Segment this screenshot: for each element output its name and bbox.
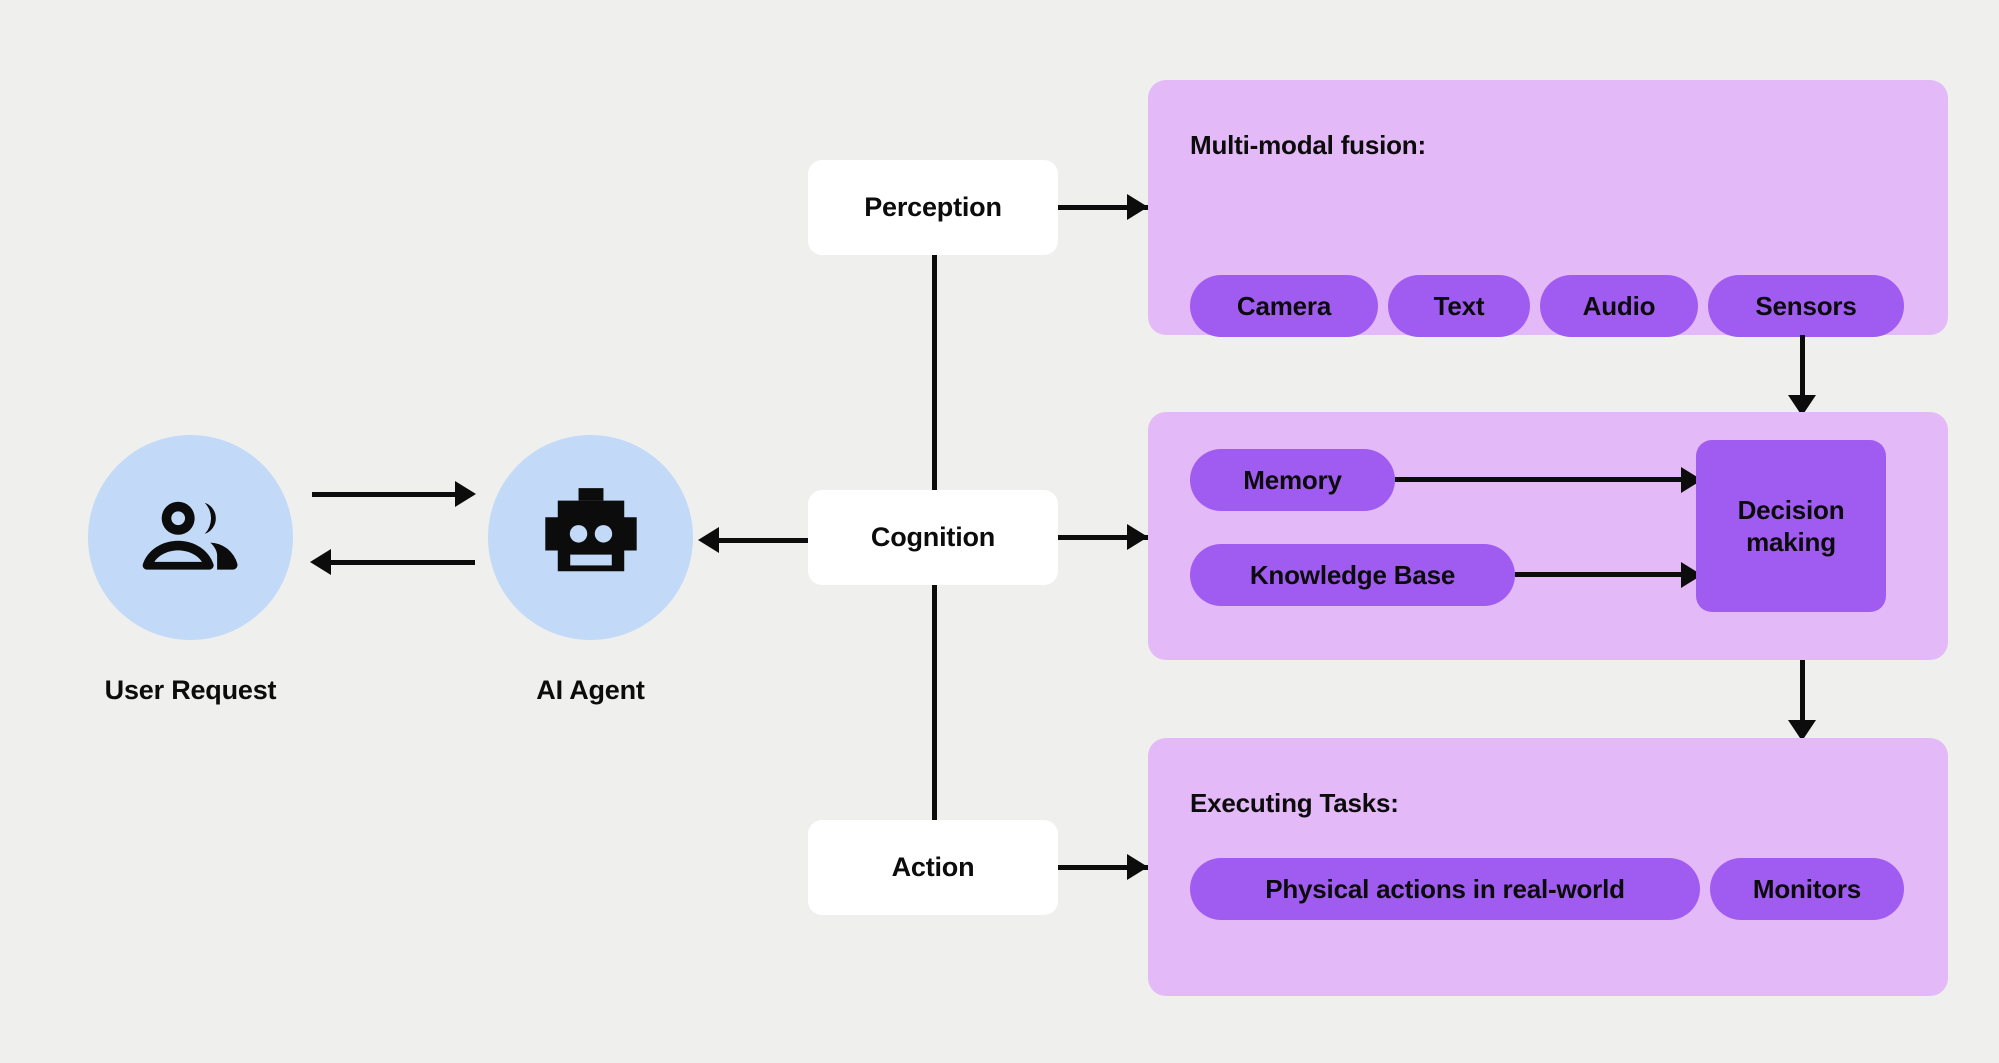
block-decision-making-line2: making [1746,527,1836,557]
panel-perception: Multi-modal fusion: Camera Text Audio Se… [1148,80,1948,337]
arrow-cognition-to-agent-head [698,527,719,553]
pill-camera[interactable]: Camera [1190,275,1378,337]
arrow-action-to-panel-line [1058,865,1150,870]
arrow-perception-to-panel-head [1127,194,1148,220]
arrow-perception-panel-to-cognition-panel-head [1788,395,1816,416]
panel-action-title: Executing Tasks: [1190,788,1399,818]
arrow-action-to-panel-head [1127,854,1148,880]
pill-camera-label: Camera [1236,290,1332,321]
arrow-cognition-to-agent-line [718,538,808,543]
pill-sensors-label: Sensors [1755,290,1857,321]
actor-user-request-label: User Request [104,675,277,705]
arrow-cognition-panel-to-action-panel-line [1800,660,1805,723]
arrow-cognition-to-panel-line [1058,535,1150,540]
pill-knowledge-base[interactable]: Knowledge Base [1190,544,1515,606]
pill-physical-actions[interactable]: Physical actions in real-world [1190,858,1700,920]
pill-sensors[interactable]: Sensors [1708,275,1904,337]
arrow-cognition-panel-to-action-panel-head [1788,720,1816,741]
arrow-knowledge-base-to-decision-line [1515,572,1691,577]
stage-box-perception-label: Perception [864,192,1002,222]
arrow-user-to-agent-line [312,492,457,497]
arrow-user-to-agent-head [455,481,476,507]
panel-action: Executing Tasks: Physical actions in rea… [1148,738,1948,996]
stage-box-action-label: Action [891,852,975,882]
pill-memory-label: Memory [1243,464,1342,495]
pill-text[interactable]: Text [1388,275,1530,337]
pill-monitors-label: Monitors [1752,873,1862,904]
spine-line-cognition-action [932,575,937,820]
arrow-perception-panel-to-cognition-panel-line [1800,335,1805,398]
stage-box-cognition-label: Cognition [870,522,996,552]
pill-memory[interactable]: Memory [1190,449,1395,511]
pill-audio-label: Audio [1582,290,1656,321]
actor-ai-agent[interactable]: AI Agent [488,435,693,720]
arrow-agent-to-user-line [330,560,475,565]
arrow-perception-to-panel-line [1058,205,1150,210]
stage-box-action[interactable]: Action [808,820,1058,915]
block-decision-making-line1: Decision [1737,494,1845,525]
arrow-cognition-to-panel-head [1127,524,1148,550]
pill-monitors[interactable]: Monitors [1710,858,1904,920]
pill-knowledge-base-label: Knowledge Base [1249,559,1456,590]
panel-cognition: Memory Knowledge Base Decision making [1148,412,1948,660]
spine-line-perception-cognition [932,255,937,505]
pill-audio[interactable]: Audio [1540,275,1698,337]
user-avatar-circle [88,435,293,640]
agent-avatar-circle [488,435,693,640]
pill-physical-actions-label: Physical actions in real-world [1265,873,1625,904]
panel-perception-title: Multi-modal fusion: [1190,130,1426,160]
robot-icon [537,487,645,588]
block-decision-making[interactable]: Decision making [1696,440,1886,612]
stage-box-perception[interactable]: Perception [808,160,1058,255]
actor-ai-agent-label: AI Agent [536,675,645,705]
arrow-agent-to-user-head [310,549,331,575]
pill-text-label: Text [1433,290,1485,321]
arrow-memory-to-decision-line [1395,477,1691,482]
actor-user-request[interactable]: User Request [88,435,293,720]
stage-box-cognition[interactable]: Cognition [808,490,1058,585]
users-icon [136,483,246,593]
